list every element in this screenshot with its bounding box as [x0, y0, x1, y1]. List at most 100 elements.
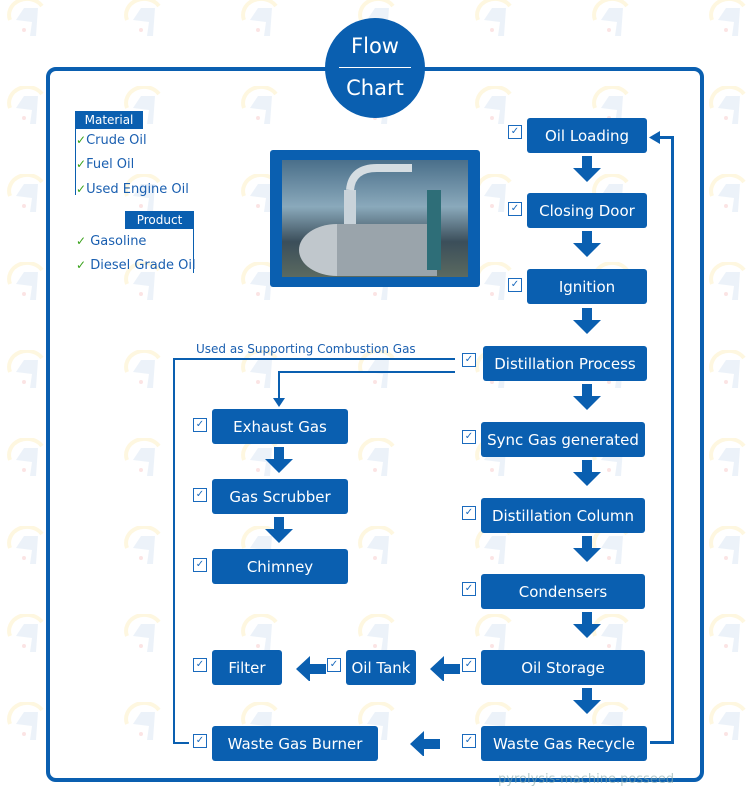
logo-watermark-icon	[709, 262, 746, 300]
arrow-left-icon	[410, 731, 440, 756]
logo-watermark-icon	[124, 614, 161, 652]
arrow-down-icon	[573, 688, 601, 714]
logo-watermark-icon	[124, 702, 161, 740]
logo-watermark-icon	[241, 350, 278, 388]
logo-watermark-icon	[709, 86, 746, 124]
arrow-left-icon	[430, 656, 460, 681]
checkbox-icon: ✓	[462, 734, 476, 748]
logo-watermark-icon	[7, 174, 44, 212]
step-closing-door: Closing Door	[527, 193, 647, 228]
check-icon: ✓	[76, 157, 87, 171]
connector-label: Used as Supporting Combustion Gas	[196, 342, 416, 356]
logo-watermark-icon	[709, 0, 746, 36]
logo-watermark-icon	[124, 350, 161, 388]
arrow-down-icon	[265, 447, 293, 473]
logo-watermark-icon	[358, 350, 395, 388]
step-filter: Filter	[212, 650, 282, 685]
title-line-1: Flow	[351, 34, 399, 58]
logo-watermark-icon	[709, 350, 746, 388]
logo-watermark-icon	[475, 86, 512, 124]
logo-watermark-icon	[7, 86, 44, 124]
logo-watermark-icon	[709, 174, 746, 212]
material-tag: Material	[75, 111, 143, 129]
recycle-line	[658, 136, 674, 139]
checkbox-icon: ✓	[462, 353, 476, 367]
pyrolysis-machine-photo	[270, 150, 480, 287]
flow-chart-title-badge: Flow Chart	[325, 18, 425, 118]
title-line-2: Chart	[346, 76, 404, 100]
step-oil-storage: Oil Storage	[481, 650, 645, 685]
step-chimney: Chimney	[212, 549, 348, 584]
logo-watermark-icon	[124, 174, 161, 212]
logo-watermark-icon	[124, 526, 161, 564]
logo-watermark-icon	[358, 526, 395, 564]
logo-watermark-icon	[124, 262, 161, 300]
step-gas-scrubber: Gas Scrubber	[212, 479, 348, 514]
check-icon: ✓	[76, 133, 87, 147]
checkbox-icon: ✓	[193, 418, 207, 432]
logo-watermark-icon	[7, 438, 44, 476]
step-condensers: Condensers	[481, 574, 645, 609]
check-icon: ✓	[76, 234, 87, 248]
logo-watermark-icon	[709, 614, 746, 652]
exhaust-line	[278, 371, 280, 401]
arrow-down-icon	[573, 612, 601, 638]
checkbox-icon: ✓	[193, 488, 207, 502]
logo-watermark-icon	[7, 262, 44, 300]
combustion-gas-line	[173, 742, 189, 744]
product-tag: Product	[125, 211, 194, 229]
arrow-down-icon	[573, 460, 601, 486]
recycle-line	[650, 741, 674, 744]
logo-watermark-icon	[358, 614, 395, 652]
arrow-down-icon	[573, 384, 601, 410]
logo-watermark-icon	[241, 614, 278, 652]
step-distillation-process: Distillation Process	[483, 346, 647, 381]
step-sync-gas: Sync Gas generated	[481, 422, 645, 457]
checkbox-icon: ✓	[327, 658, 341, 672]
combustion-gas-line	[173, 358, 175, 744]
logo-watermark-icon	[7, 702, 44, 740]
material-bracket	[75, 129, 76, 195]
arrow-down-icon	[573, 308, 601, 334]
step-distillation-column: Distillation Column	[481, 498, 645, 533]
logo-watermark-icon	[241, 0, 278, 36]
arrow-left-icon	[296, 656, 326, 681]
product-bracket	[193, 229, 194, 273]
product-item: ✓ Diesel Grade Oil	[76, 258, 196, 273]
exhaust-line	[278, 371, 455, 373]
arrow-down-icon	[265, 517, 293, 543]
check-icon: ✓	[76, 258, 87, 272]
machine-illustration	[299, 164, 441, 276]
checkbox-icon: ✓	[193, 658, 207, 672]
product-item: ✓ Gasoline	[76, 234, 147, 249]
checkbox-icon: ✓	[462, 506, 476, 520]
arrow-down-icon	[573, 231, 601, 257]
logo-watermark-icon	[241, 86, 278, 124]
logo-watermark-icon	[358, 438, 395, 476]
checkbox-icon: ✓	[193, 734, 207, 748]
arrow-left-icon	[649, 131, 660, 144]
checkbox-icon: ✓	[462, 658, 476, 672]
watermark-text: pyrolysis-machine.posseed	[498, 772, 675, 787]
checkbox-icon: ✓	[508, 202, 522, 216]
logo-watermark-icon	[7, 350, 44, 388]
logo-watermark-icon	[475, 0, 512, 36]
checkbox-icon: ✓	[462, 582, 476, 596]
material-item: ✓Crude Oil	[76, 133, 147, 148]
step-oil-loading: Oil Loading	[527, 118, 647, 153]
logo-watermark-icon	[709, 438, 746, 476]
logo-watermark-icon	[709, 526, 746, 564]
check-icon: ✓	[76, 182, 87, 196]
material-item: ✓Fuel Oil	[76, 157, 135, 172]
material-item: ✓Used Engine Oil	[76, 182, 189, 197]
step-exhaust-gas: Exhaust Gas	[212, 409, 348, 444]
logo-watermark-icon	[709, 702, 746, 740]
checkbox-icon: ✓	[508, 125, 522, 139]
arrow-down-icon	[573, 156, 601, 182]
checkbox-icon: ✓	[508, 278, 522, 292]
logo-watermark-icon	[475, 614, 512, 652]
arrow-down-icon	[573, 536, 601, 562]
logo-watermark-icon	[592, 0, 629, 36]
logo-watermark-icon	[124, 438, 161, 476]
title-divider	[339, 67, 411, 68]
